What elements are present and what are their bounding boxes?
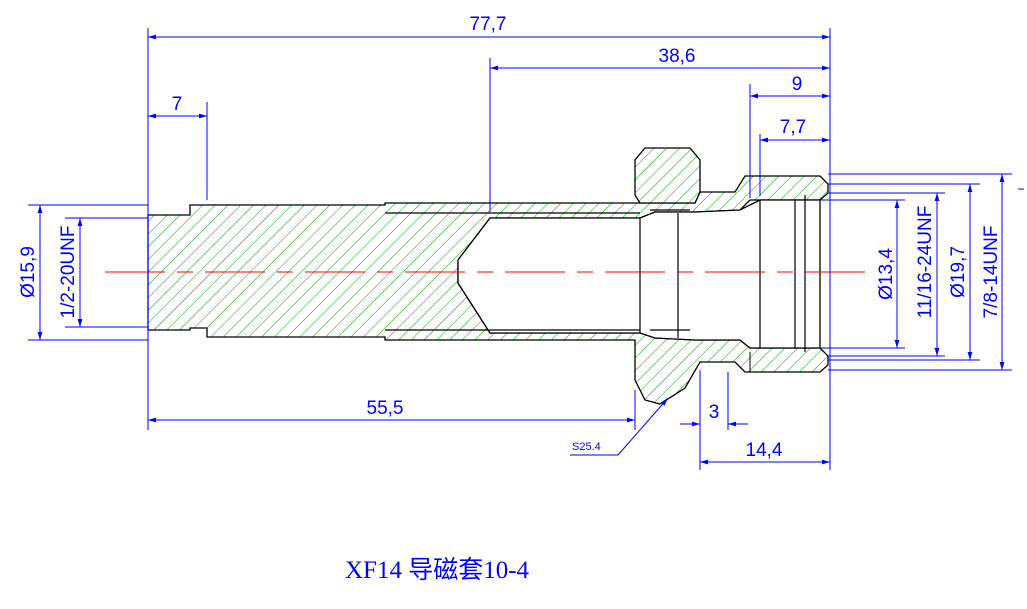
dim-right-7-7: 7,7 — [780, 117, 806, 138]
hex-upper-section — [634, 147, 701, 204]
dim-dia-13-4: Ø13,4 — [876, 248, 897, 300]
dim-thread-right: 7/8-14UNF — [981, 226, 1002, 319]
dim-small-3: 3 — [709, 402, 720, 423]
part-section — [147, 147, 829, 405]
drawing-title: XF14 导磁套10-4 — [345, 556, 530, 584]
dimension-labels: 77,7 38,6 9 7,7 7 55,5 3 14,4 Ø15,9 1/2-… — [18, 14, 1002, 461]
dim-bore-depth: 38,6 — [659, 46, 696, 67]
dim-right-14-4: 14,4 — [746, 440, 783, 461]
dim-right-9: 9 — [792, 74, 803, 95]
dim-length-55-5: 55,5 — [367, 398, 404, 419]
dim-overall-length: 77,7 — [470, 14, 507, 35]
dimension-lines — [28, 28, 1024, 470]
bore — [457, 199, 821, 349]
dim-thread-mid: 11/16-24UNF — [915, 206, 936, 319]
dim-thread-left: 1/2-20UNF — [58, 226, 79, 319]
dim-dia-19-7: Ø19,7 — [948, 246, 969, 298]
dim-groove-offset: 7 — [172, 94, 183, 115]
leader-note: S25.4 — [572, 441, 601, 453]
dim-dia-15-9: Ø15,9 — [18, 246, 39, 298]
